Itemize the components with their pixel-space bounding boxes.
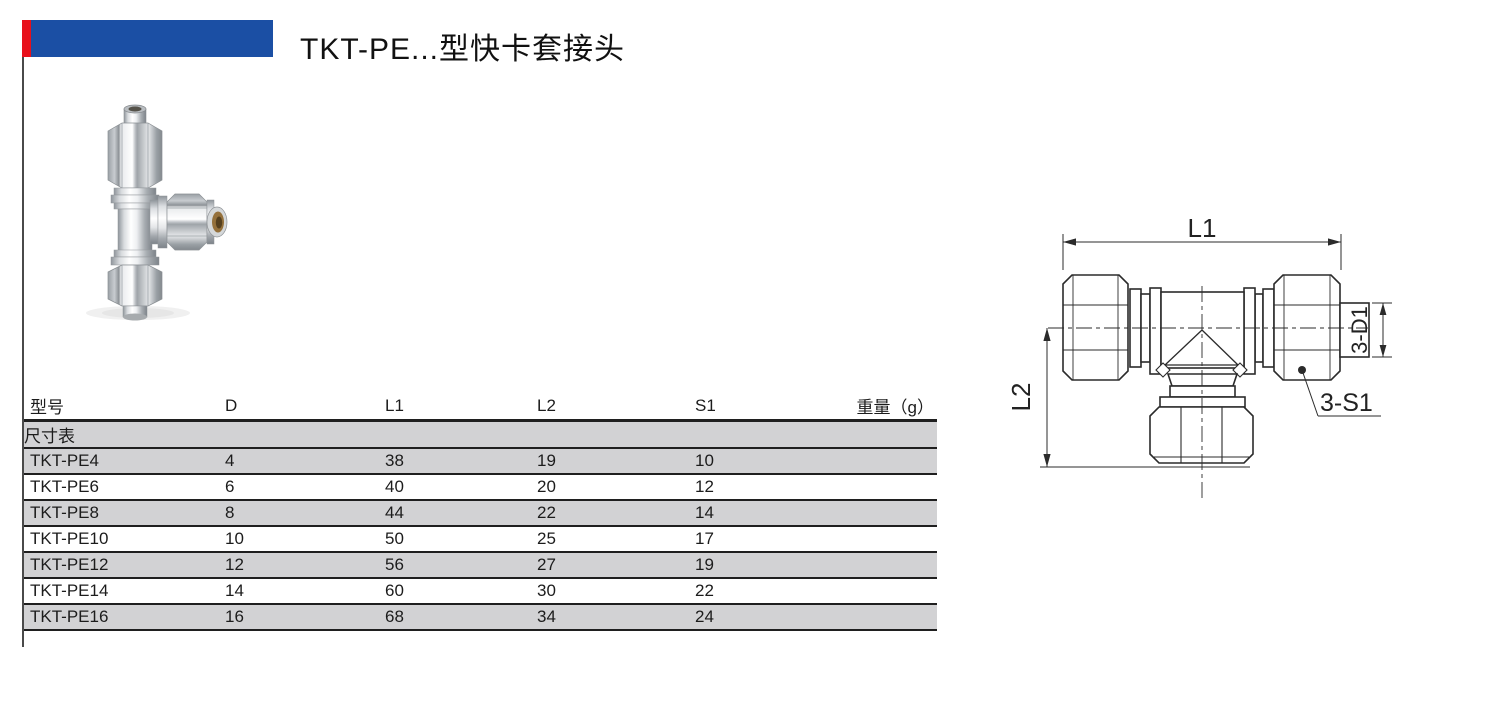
col-header-s1: S1 bbox=[695, 393, 795, 422]
cell-model: TKT-PE16 bbox=[24, 603, 225, 631]
cell-model: TKT-PE12 bbox=[24, 551, 225, 579]
cell-model: TKT-PE14 bbox=[24, 577, 225, 605]
dim-label-l1: L1 bbox=[1188, 213, 1217, 243]
table-row: TKT-PE14 14 60 30 22 bbox=[24, 577, 937, 605]
cell-d: 8 bbox=[225, 499, 385, 527]
cell-s1: 14 bbox=[695, 499, 795, 527]
col-header-model: 型号 bbox=[24, 393, 225, 422]
cell-l1: 68 bbox=[385, 603, 537, 631]
table-caption: 尺寸表 bbox=[24, 419, 937, 449]
col-header-l1: L1 bbox=[385, 393, 537, 422]
cell-d: 16 bbox=[225, 603, 385, 631]
cell-l2: 27 bbox=[537, 551, 695, 579]
cell-l1: 40 bbox=[385, 473, 537, 501]
cell-d: 12 bbox=[225, 551, 385, 579]
cell-l1: 60 bbox=[385, 577, 537, 605]
table-row: TKT-PE12 12 56 27 19 bbox=[24, 551, 937, 579]
cell-weight bbox=[795, 473, 937, 501]
cell-l2: 20 bbox=[537, 473, 695, 501]
cell-l1: 38 bbox=[385, 447, 537, 475]
table-row: TKT-PE16 16 68 34 24 bbox=[24, 603, 937, 631]
col-header-weight: 重量（g） bbox=[795, 393, 937, 422]
cell-weight bbox=[795, 447, 937, 475]
cell-weight bbox=[795, 525, 937, 553]
cell-s1: 22 bbox=[695, 577, 795, 605]
dim-label-3s1: 3-S1 bbox=[1320, 389, 1373, 417]
dim-label-l2: L2 bbox=[1006, 383, 1036, 412]
left-rule-line bbox=[22, 57, 24, 647]
technical-drawing: L1 L2 3-D1 3-S1 bbox=[1006, 213, 1392, 502]
cell-weight bbox=[795, 577, 937, 605]
cell-l2: 19 bbox=[537, 447, 695, 475]
product-photo bbox=[86, 104, 228, 321]
cell-model: TKT-PE8 bbox=[24, 499, 225, 527]
header-banner bbox=[22, 20, 273, 57]
page-title: TKT-PE...型快卡套接头 bbox=[300, 33, 626, 66]
cell-d: 4 bbox=[225, 447, 385, 475]
cell-l2: 25 bbox=[537, 525, 695, 553]
cell-l1: 56 bbox=[385, 551, 537, 579]
cell-l1: 44 bbox=[385, 499, 537, 527]
table-row: TKT-PE6 6 40 20 12 bbox=[24, 473, 937, 501]
col-header-d: D bbox=[225, 393, 385, 422]
table-caption-row: 尺寸表 bbox=[24, 419, 937, 449]
cell-weight bbox=[795, 551, 937, 579]
table-row: TKT-PE8 8 44 22 14 bbox=[24, 499, 937, 527]
banner-red-accent bbox=[22, 20, 31, 57]
cell-d: 10 bbox=[225, 525, 385, 553]
table-row: TKT-PE10 10 50 25 17 bbox=[24, 525, 937, 553]
dim-label-3d1: 3-D1 bbox=[1347, 306, 1372, 354]
cell-l1: 50 bbox=[385, 525, 537, 553]
cell-l2: 30 bbox=[537, 577, 695, 605]
col-header-l2: L2 bbox=[537, 393, 695, 422]
cell-model: TKT-PE4 bbox=[24, 447, 225, 475]
table-header-row: 型号 D L1 L2 S1 重量（g） bbox=[24, 393, 937, 422]
cell-model: TKT-PE10 bbox=[24, 525, 225, 553]
dimension-table: 尺寸表 型号 D L1 L2 S1 重量（g） TKT-PE4 4 38 19 … bbox=[24, 393, 937, 631]
cell-s1: 12 bbox=[695, 473, 795, 501]
cell-s1: 10 bbox=[695, 447, 795, 475]
cell-l2: 34 bbox=[537, 603, 695, 631]
cell-s1: 19 bbox=[695, 551, 795, 579]
cell-s1: 24 bbox=[695, 603, 795, 631]
cell-l2: 22 bbox=[537, 499, 695, 527]
cell-d: 6 bbox=[225, 473, 385, 501]
cell-weight bbox=[795, 499, 937, 527]
cell-d: 14 bbox=[225, 577, 385, 605]
cell-weight bbox=[795, 603, 937, 631]
cell-s1: 17 bbox=[695, 525, 795, 553]
cell-model: TKT-PE6 bbox=[24, 473, 225, 501]
table-row: TKT-PE4 4 38 19 10 bbox=[24, 447, 937, 475]
